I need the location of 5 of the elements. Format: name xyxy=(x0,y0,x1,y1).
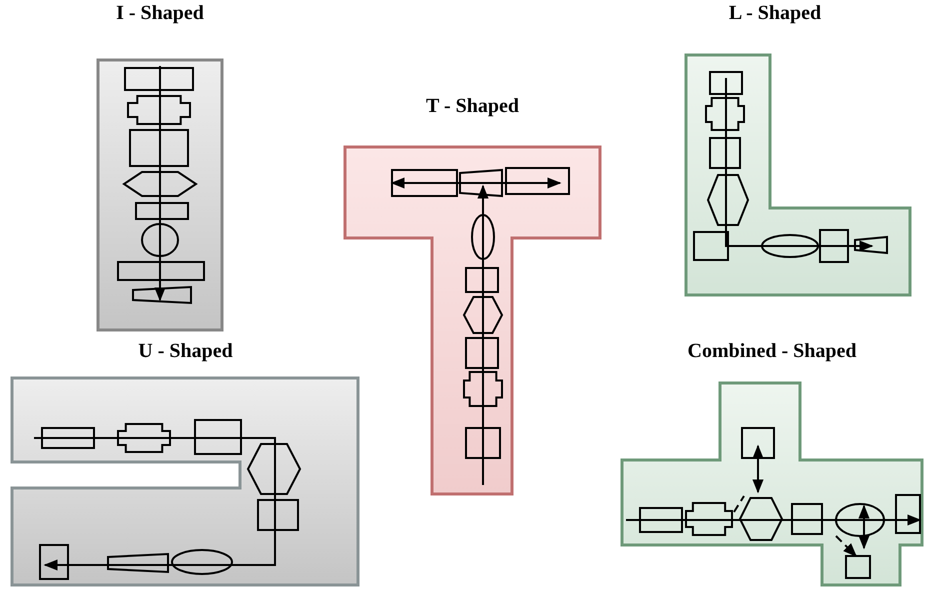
panel-title: L - Shaped xyxy=(728,2,822,25)
panel-title: U - Shaped xyxy=(137,340,234,363)
panel-title: T - Shaped xyxy=(424,95,520,118)
panel-title: I - Shaped xyxy=(115,2,205,25)
panel-title: Combined - Shaped xyxy=(686,340,858,363)
